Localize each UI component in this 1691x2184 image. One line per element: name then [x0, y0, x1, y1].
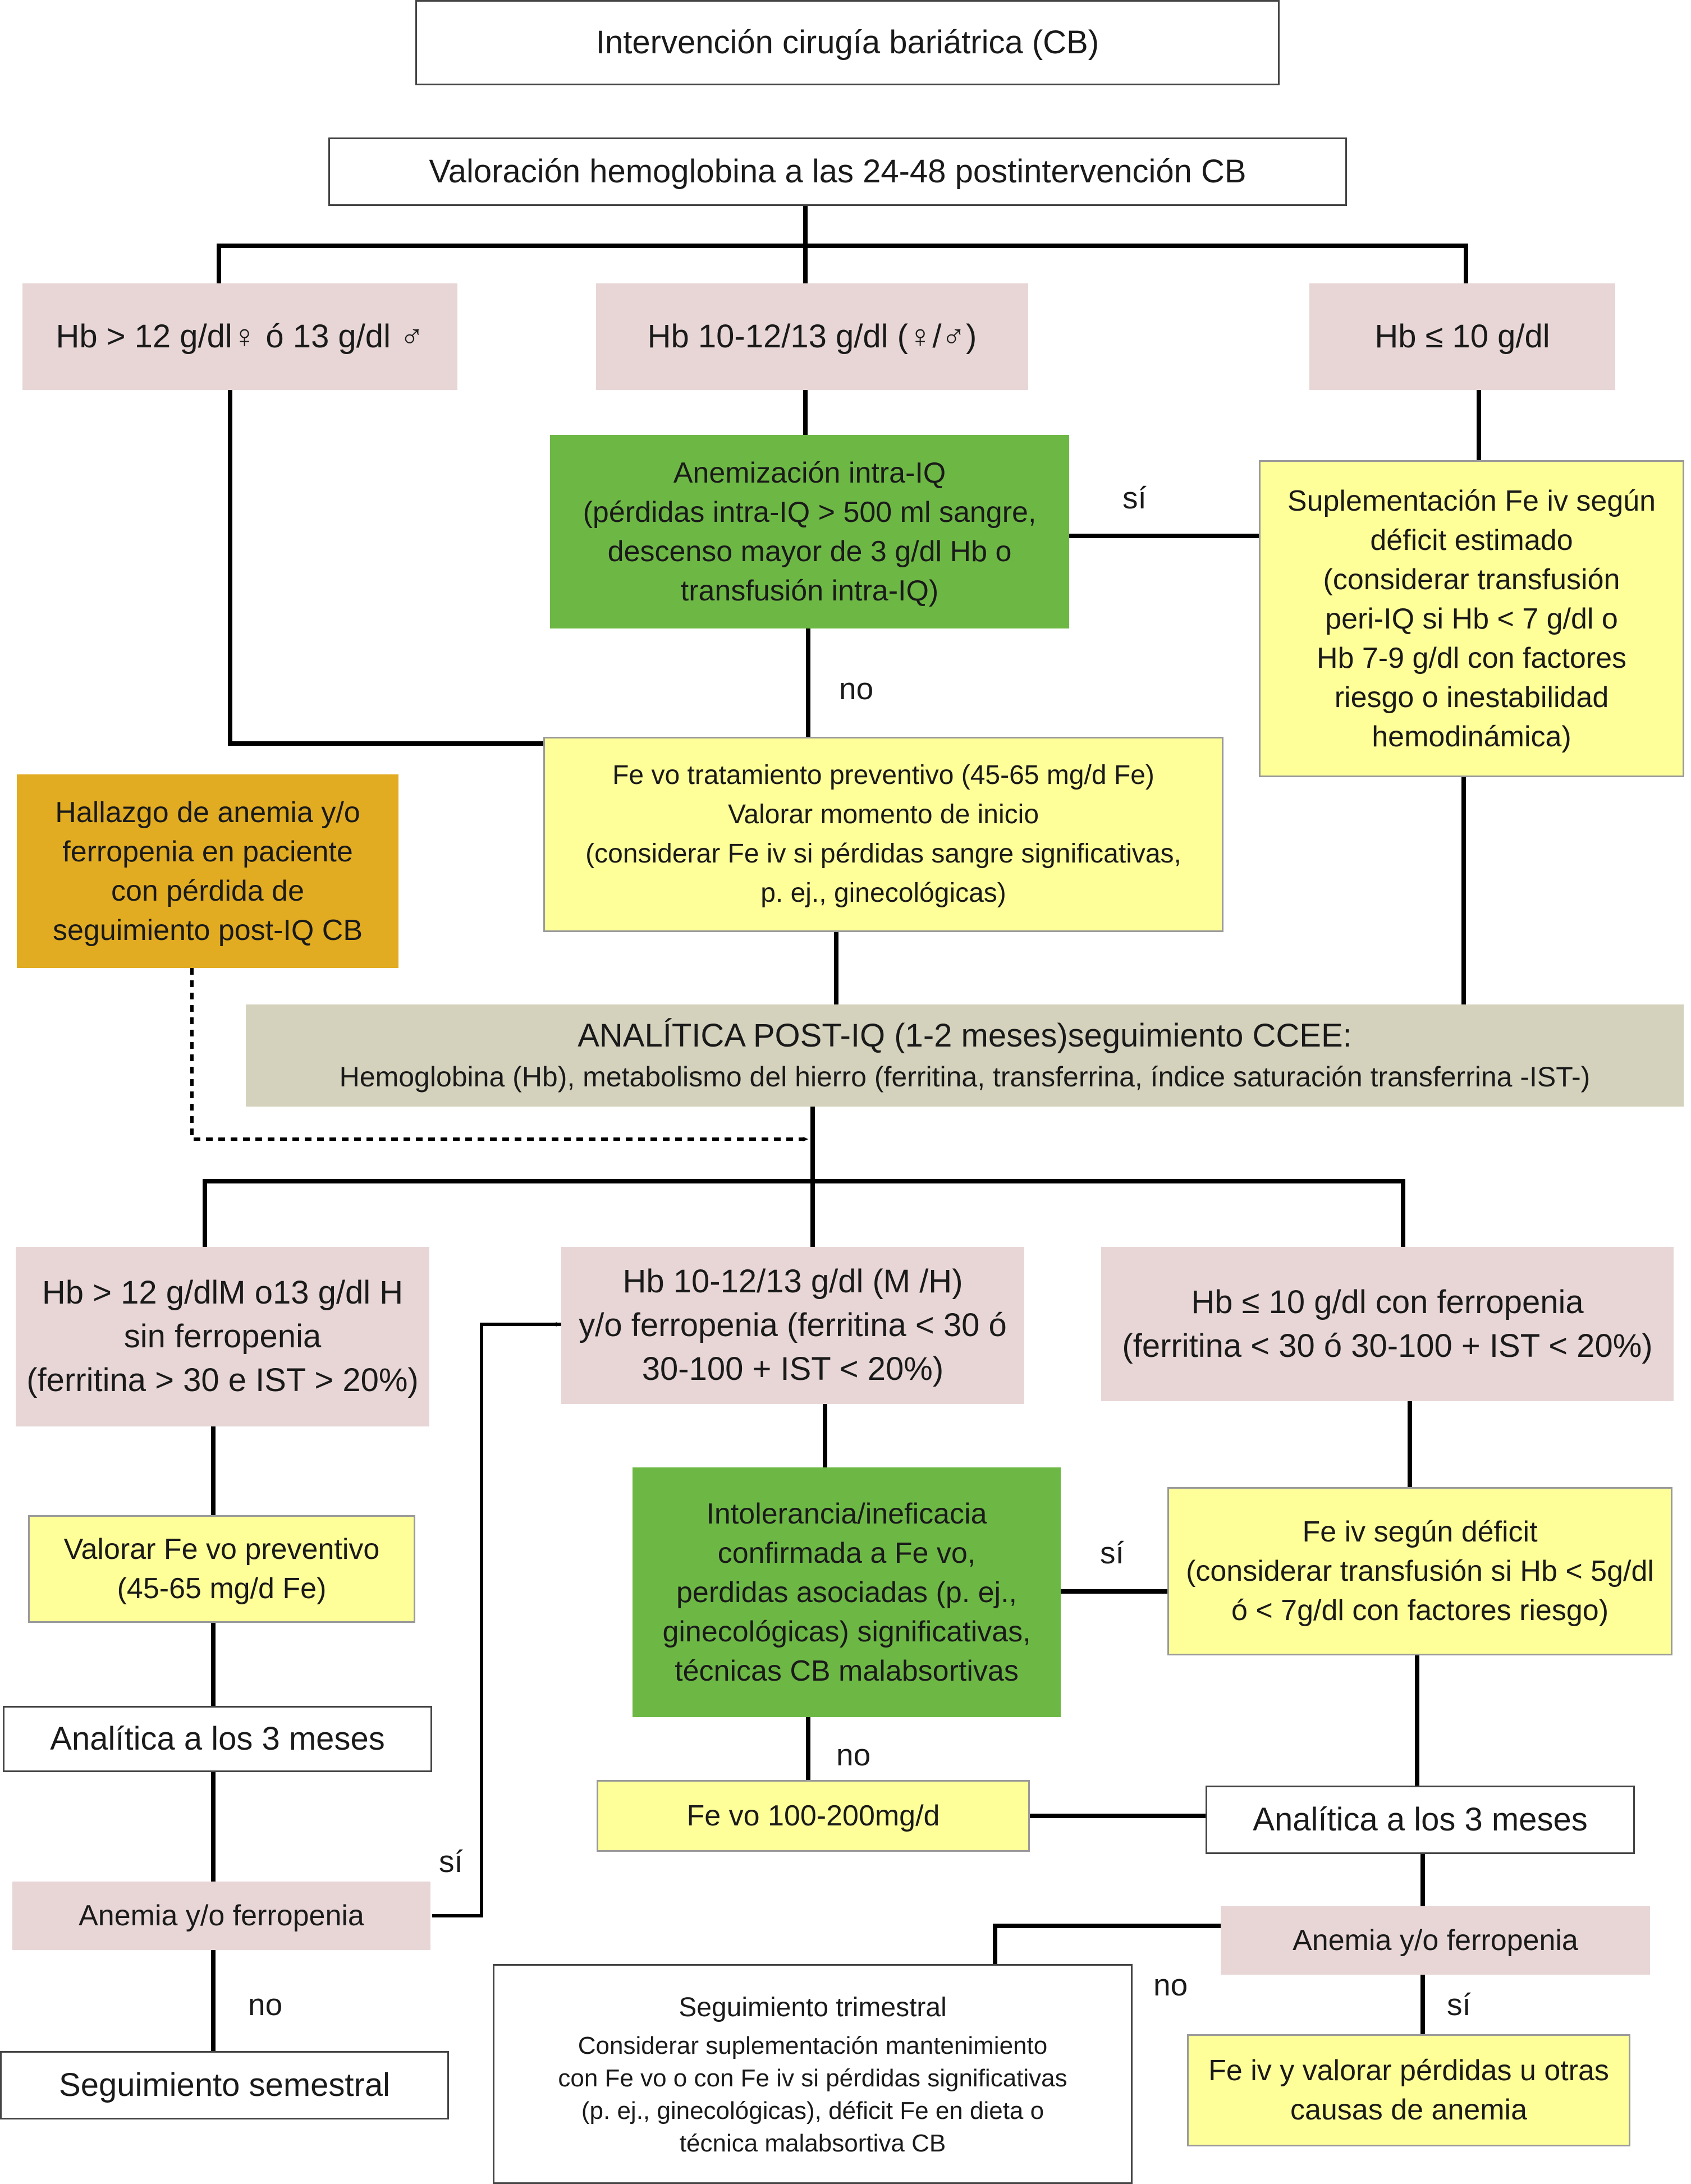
- node-text-line: Fe iv y valorar pérdidas u otras: [1208, 2054, 1609, 2087]
- edge-label-si: sí: [1447, 1987, 1471, 2022]
- node-hb2-menor-10: Hb ≤ 10 g/dl con ferropenia (ferritina < …: [1101, 1247, 1674, 1401]
- seguimiento-trimestral-line: técnica malabsortiva CB: [679, 2130, 946, 2157]
- node-text-line: p. ej., ginecológicas): [760, 878, 1006, 908]
- node-text-line: (considerar Fe iv si pérdidas sangre sig…: [585, 839, 1181, 869]
- node-seguimiento-trimestral: Seguimiento trimestral Considerar suplem…: [493, 1964, 1133, 2184]
- node-text-line: confirmada a Fe vo,: [717, 1536, 976, 1570]
- analitica-post-iq-detail: Hemoglobina (Hb), metabolismo del hierro…: [339, 1061, 1591, 1093]
- node-text-line: Anemización intra-IQ: [673, 456, 946, 489]
- node-text-line: Valoración hemoglobina a las 24-48 posti…: [429, 153, 1247, 190]
- node-text-line: Hb 10-12/13 g/dl (M /H): [622, 1263, 963, 1300]
- node-text-line: sin ferropenia: [123, 1318, 322, 1355]
- node-text-line: (ferritina > 30 e IST > 20%): [26, 1362, 419, 1398]
- node-text-line: (considerar transfusión si Hb < 5g/dl: [1186, 1555, 1654, 1587]
- edge-label-si: sí: [1122, 480, 1147, 515]
- node-hb-menor-10: Hb ≤ 10 g/dl: [1309, 283, 1615, 390]
- connector-arrow: [203, 1179, 813, 1247]
- node-text-line: seguimiento post-IQ CB: [52, 914, 363, 947]
- node-anemia-ferropenia-right: Anemia y/o ferropenia: [1221, 1906, 1650, 1975]
- edge-label-no: no: [248, 1987, 283, 2022]
- node-text-line: (considerar transfusión: [1323, 563, 1620, 596]
- node-analitica-3-meses-right: Analítica a los 3 meses: [1206, 1786, 1635, 1854]
- edge-label-si: sí: [1100, 1535, 1124, 1570]
- node-analitica-3-meses-left: Analítica a los 3 meses: [3, 1706, 432, 1772]
- node-text-line: Analítica a los 3 meses: [50, 1720, 385, 1757]
- node-text-line: Fe vo 100-200mg/d: [686, 1800, 940, 1832]
- node-text-line: (45-65 mg/d Fe): [117, 1572, 327, 1605]
- edge-label-no: no: [839, 671, 874, 706]
- node-anemizacion-intra-iq: Anemización intra-IQ (pérdidas intra-IQ >…: [550, 435, 1069, 628]
- node-hb2-10-12: Hb 10-12/13 g/dl (M /H) y/o ferropenia (f…: [561, 1247, 1024, 1404]
- node-hb2-mayor-12: Hb > 12 g/dlM o13 g/dl H sin ferropenia (f…: [16, 1247, 429, 1426]
- seguimiento-trimestral-line: (p. ej., ginecológicas), déficit Fe en d…: [581, 2097, 1044, 2125]
- node-fe-vo-100-200: Fe vo 100-200mg/d: [597, 1780, 1030, 1852]
- node-text-line: Fe vo tratamiento preventivo (45-65 mg/d…: [612, 760, 1154, 790]
- node-text-line: Valorar momento de inicio: [727, 800, 1039, 829]
- node-hb-mayor-12: Hb > 12 g/dl♀ ó 13 g/dl ♂: [22, 283, 457, 390]
- edge-label-no: no: [1153, 1967, 1188, 2002]
- node-text-line: Fe iv según déficit: [1302, 1516, 1538, 1548]
- node-fe-iv-valorar-perdidas: Fe iv y valorar pérdidas u otras causas d…: [1187, 2034, 1630, 2146]
- connector-arrow: [217, 244, 805, 284]
- connector-arrow: [228, 390, 544, 746]
- node-text-line: Hb ≤ 10 g/dl con ferropenia: [1191, 1283, 1584, 1320]
- node-hallazgo-anemia: Hallazgo de anemia y/o ferropenia en paci…: [17, 774, 398, 968]
- node-text-line: transfusión intra-IQ): [680, 574, 939, 607]
- node-text-line: Hb > 12 g/dl♀ ó 13 g/dl ♂: [56, 318, 424, 355]
- node-text-line: Analítica a los 3 meses: [1253, 1801, 1588, 1838]
- node-text-line: Suplementación Fe iv según: [1287, 484, 1656, 517]
- node-text-line: con pérdida de: [111, 874, 305, 907]
- connector-arrow: [190, 968, 809, 1141]
- node-text-line: Hb 7-9 g/dl con factores: [1316, 641, 1627, 675]
- node-text-line: riesgo o inestabilidad: [1334, 681, 1609, 714]
- connector-arrow: [993, 1924, 1221, 1965]
- seguimiento-trimestral-title: Seguimiento trimestral: [679, 1993, 947, 2022]
- node-text-line: Intolerancia/ineficacia: [706, 1497, 987, 1530]
- node-text-line: Intervención cirugía bariátrica (CB): [595, 24, 1099, 61]
- node-text-line: ginecológicas) significativas,: [662, 1615, 1031, 1648]
- node-text-line: 30-100 + IST < 20%): [641, 1351, 944, 1387]
- node-text-line: técnicas CB malabsortivas: [675, 1654, 1019, 1687]
- node-text-line: Anemia y/o ferropenia: [79, 1899, 364, 1932]
- node-text-line: y/o ferropenia (ferritina < 30 ó: [579, 1307, 1007, 1343]
- node-text-line: ó < 7g/dl con factores riesgo): [1231, 1594, 1609, 1627]
- node-valoracion-hemoglobina: Valoración hemoglobina a las 24-48 posti…: [328, 137, 1347, 206]
- node-text-line: Hallazgo de anemia y/o: [55, 796, 360, 829]
- analitica-post-iq-title: ANALÍTICA POST-IQ (1-2 meses)seguimiento…: [578, 1017, 1352, 1054]
- node-suplementacion-fe-iv: Suplementación Fe iv según déficit estima…: [1259, 460, 1684, 777]
- node-text-line: Hb ≤ 10 g/dl: [1374, 318, 1550, 355]
- node-text-line: Hb > 12 g/dlM o13 g/dl H: [42, 1274, 404, 1311]
- node-analitica-post-iq: ANALÍTICA POST-IQ (1-2 meses)seguimiento…: [246, 1004, 1684, 1107]
- node-text-line: hemodinámica): [1372, 720, 1571, 753]
- node-text-line: Anemia y/o ferropenia: [1293, 1924, 1578, 1957]
- node-fe-iv-segun-deficit: Fe iv según déficit (considerar transfusi…: [1167, 1487, 1672, 1655]
- node-intolerancia-fe-vo: Intolerancia/ineficacia confirmada a Fe v…: [633, 1467, 1061, 1717]
- edge-label-no: no: [836, 1737, 871, 1772]
- node-text-line: ferropenia en paciente: [62, 835, 353, 868]
- node-text-line: peri-IQ si Hb < 7 g/dl o: [1325, 602, 1618, 635]
- node-text-line: (ferritina < 30 ó 30-100 + IST < 20%): [1122, 1327, 1653, 1364]
- node-text-line: descenso mayor de 3 g/dl Hb o: [607, 535, 1012, 568]
- node-cirugia-bariatrica: Intervención cirugía bariátrica (CB): [415, 0, 1280, 85]
- node-text-line: (pérdidas intra-IQ > 500 ml sangre,: [583, 495, 1037, 529]
- node-text-line: Hb 10-12/13 g/dl (♀/♂): [647, 318, 977, 355]
- node-text-line: causas de anemia: [1290, 2094, 1528, 2126]
- node-text-line: déficit estimado: [1370, 524, 1573, 557]
- connector-arrow: [805, 244, 1468, 284]
- node-valorar-fe-vo: Valorar Fe vo preventivo (45-65 mg/d Fe): [28, 1515, 415, 1623]
- node-text-line: Seguimiento semestral: [59, 2067, 390, 2103]
- node-hb-10-12: Hb 10-12/13 g/dl (♀/♂): [596, 283, 1028, 390]
- node-anemia-ferropenia-left: Anemia y/o ferropenia: [12, 1882, 430, 1950]
- seguimiento-trimestral-line: con Fe vo o con Fe iv si pérdidas signif…: [558, 2064, 1067, 2092]
- edge-label-si: sí: [439, 1844, 463, 1879]
- seguimiento-trimestral-line: Considerar suplementación mantenimiento: [578, 2032, 1048, 2059]
- node-fe-vo-preventivo: Fe vo tratamiento preventivo (45-65 mg/d…: [543, 737, 1223, 932]
- connector-arrow: [813, 1179, 1405, 1247]
- connector-arrow: [432, 1322, 562, 1917]
- node-seguimiento-semestral: Seguimiento semestral: [0, 2051, 449, 2119]
- node-text-line: Valorar Fe vo preventivo: [63, 1533, 380, 1566]
- node-text-line: perdidas asociadas (p. ej.,: [676, 1576, 1017, 1609]
